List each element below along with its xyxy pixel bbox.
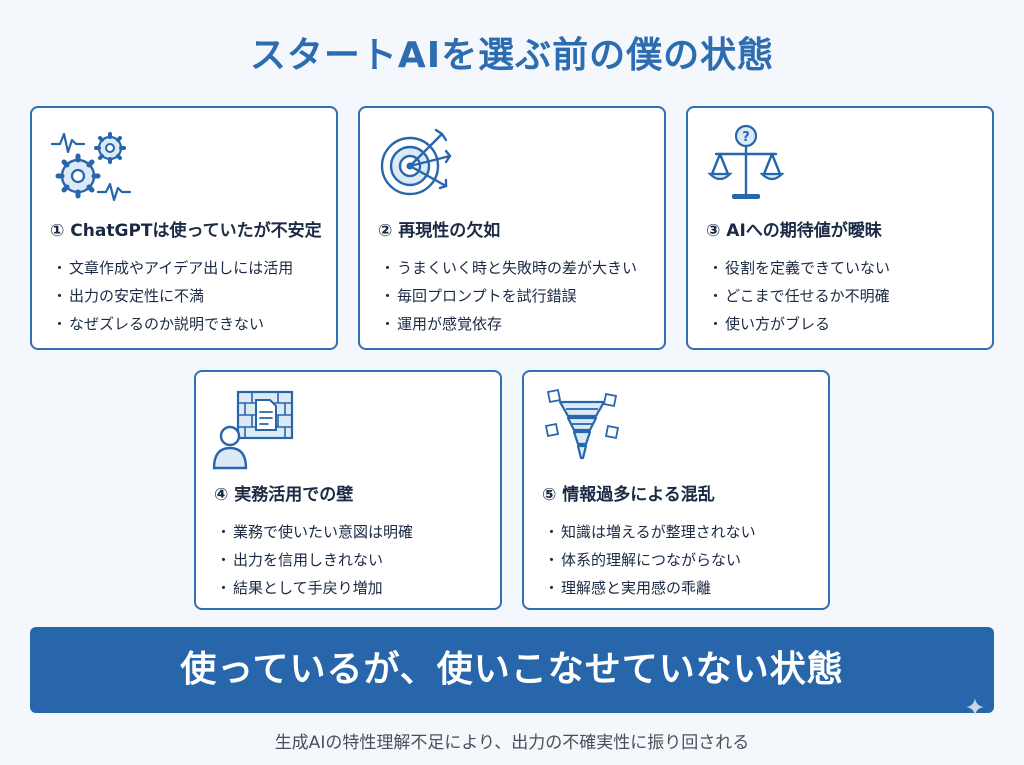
card-reproducibility: ② 再現性の欠如 うまくいく時と失敗時の差が大きい 毎回プロンプトを試行錯誤 運… [358, 106, 666, 350]
card-expectation: ? ③ AIへの期待値が曖昧 役割を定義できていない どこまで任せるか不明確 使… [686, 106, 994, 350]
card-list: 役割を定義できていない どこまで任せるか不明確 使い方がブレる [708, 254, 890, 338]
card-list: うまくいく時と失敗時の差が大きい 毎回プロンプトを試行錯誤 運用が感覚依存 [380, 254, 637, 338]
list-item: 理解感と実用感の乖離 [544, 574, 756, 602]
list-item: 使い方がブレる [708, 310, 890, 338]
footer-caption: 生成AIの特性理解不足により、出力の不確実性に振り回される [274, 733, 750, 753]
list-item: 出力の安定性に不満 [52, 282, 293, 310]
balance-scale-question-icon: ? [707, 124, 785, 199]
list-item: 出力を信用しきれない [216, 546, 413, 574]
list-item: 文章作成やアイデア出しには活用 [52, 254, 293, 282]
card-heading: ① ChatGPTは使っていたが不安定 [50, 221, 322, 241]
list-item: うまくいく時と失敗時の差が大きい [380, 254, 637, 282]
list-item: 業務で使いたい意図は明確 [216, 518, 413, 546]
card-unstable: ① ChatGPTは使っていたが不安定 文章作成やアイデア出しには活用 出力の安… [30, 106, 338, 350]
card-information-overload: ⑤ 情報過多による混乱 知識は増えるが整理されない 体系的理解につながらない 理… [522, 370, 830, 610]
summary-banner: 使っているが、使いこなせていない状態 [30, 627, 994, 713]
card-list: 知識は増えるが整理されない 体系的理解につながらない 理解感と実用感の乖離 [544, 518, 756, 602]
sparkle-icon [966, 698, 984, 716]
card-list: 文章作成やアイデア出しには活用 出力の安定性に不満 なぜズレるのか説明できない [52, 254, 293, 338]
card-heading: ② 再現性の欠如 [378, 221, 501, 241]
card-heading: ⑤ 情報過多による混乱 [542, 485, 715, 505]
list-item: 役割を定義できていない [708, 254, 890, 282]
card-practical-wall: ④ 実務活用での壁 業務で使いたい意図は明確 出力を信用しきれない 結果として手… [194, 370, 502, 610]
card-heading: ③ AIへの期待値が曖昧 [706, 221, 882, 241]
page-title: スタートAIを選ぶ前の僕の状態 [249, 35, 775, 76]
list-item: 運用が感覚依存 [380, 310, 637, 338]
svg-text:?: ? [742, 130, 750, 145]
card-heading: ④ 実務活用での壁 [214, 485, 354, 505]
card-list: 業務で使いたい意図は明確 出力を信用しきれない 結果として手戻り増加 [216, 518, 413, 602]
gears-icon [50, 132, 132, 202]
list-item: 体系的理解につながらない [544, 546, 756, 574]
list-item: なぜズレるのか説明できない [52, 310, 293, 338]
list-item: 結果として手戻り増加 [216, 574, 413, 602]
target-arrows-icon [380, 128, 452, 196]
tornado-documents-icon [544, 388, 620, 460]
list-item: 毎回プロンプトを試行錯誤 [380, 282, 637, 310]
list-item: 知識は増えるが整理されない [544, 518, 756, 546]
list-item: どこまで任せるか不明確 [708, 282, 890, 310]
person-wall-document-icon [212, 390, 294, 470]
